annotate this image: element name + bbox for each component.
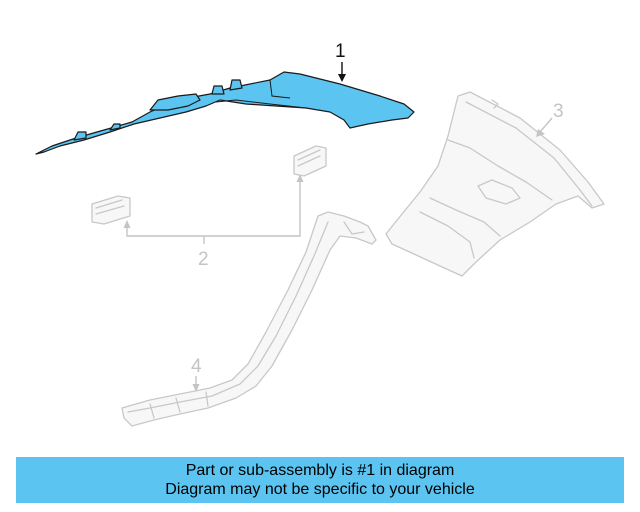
- roof-rail-trim-part-1: [35, 71, 415, 155]
- part-4-leader: [192, 376, 200, 392]
- trim-bezel-left: [91, 195, 131, 225]
- banner-line-1: Part or sub-assembly is #1 in diagram: [185, 462, 455, 479]
- quarter-trim-panel: [385, 91, 605, 277]
- exploded-parts-diagram: 1 2 3 4: [35, 41, 605, 427]
- part-3-leader: [536, 117, 553, 137]
- callout-1: 1: [335, 41, 346, 62]
- pillar-sill-trim: [121, 211, 377, 427]
- callout-4: 4: [191, 356, 202, 377]
- trim-bezel-right: [293, 145, 327, 177]
- callout-3: 3: [553, 101, 564, 122]
- banner-line-2: Diagram may not be specific to your vehi…: [165, 481, 475, 498]
- callout-2: 2: [198, 249, 209, 270]
- disclaimer-banner: Part or sub-assembly is #1 in diagram Di…: [16, 457, 624, 503]
- part-2-leader: [123, 174, 304, 244]
- part-1-leader: [338, 62, 346, 82]
